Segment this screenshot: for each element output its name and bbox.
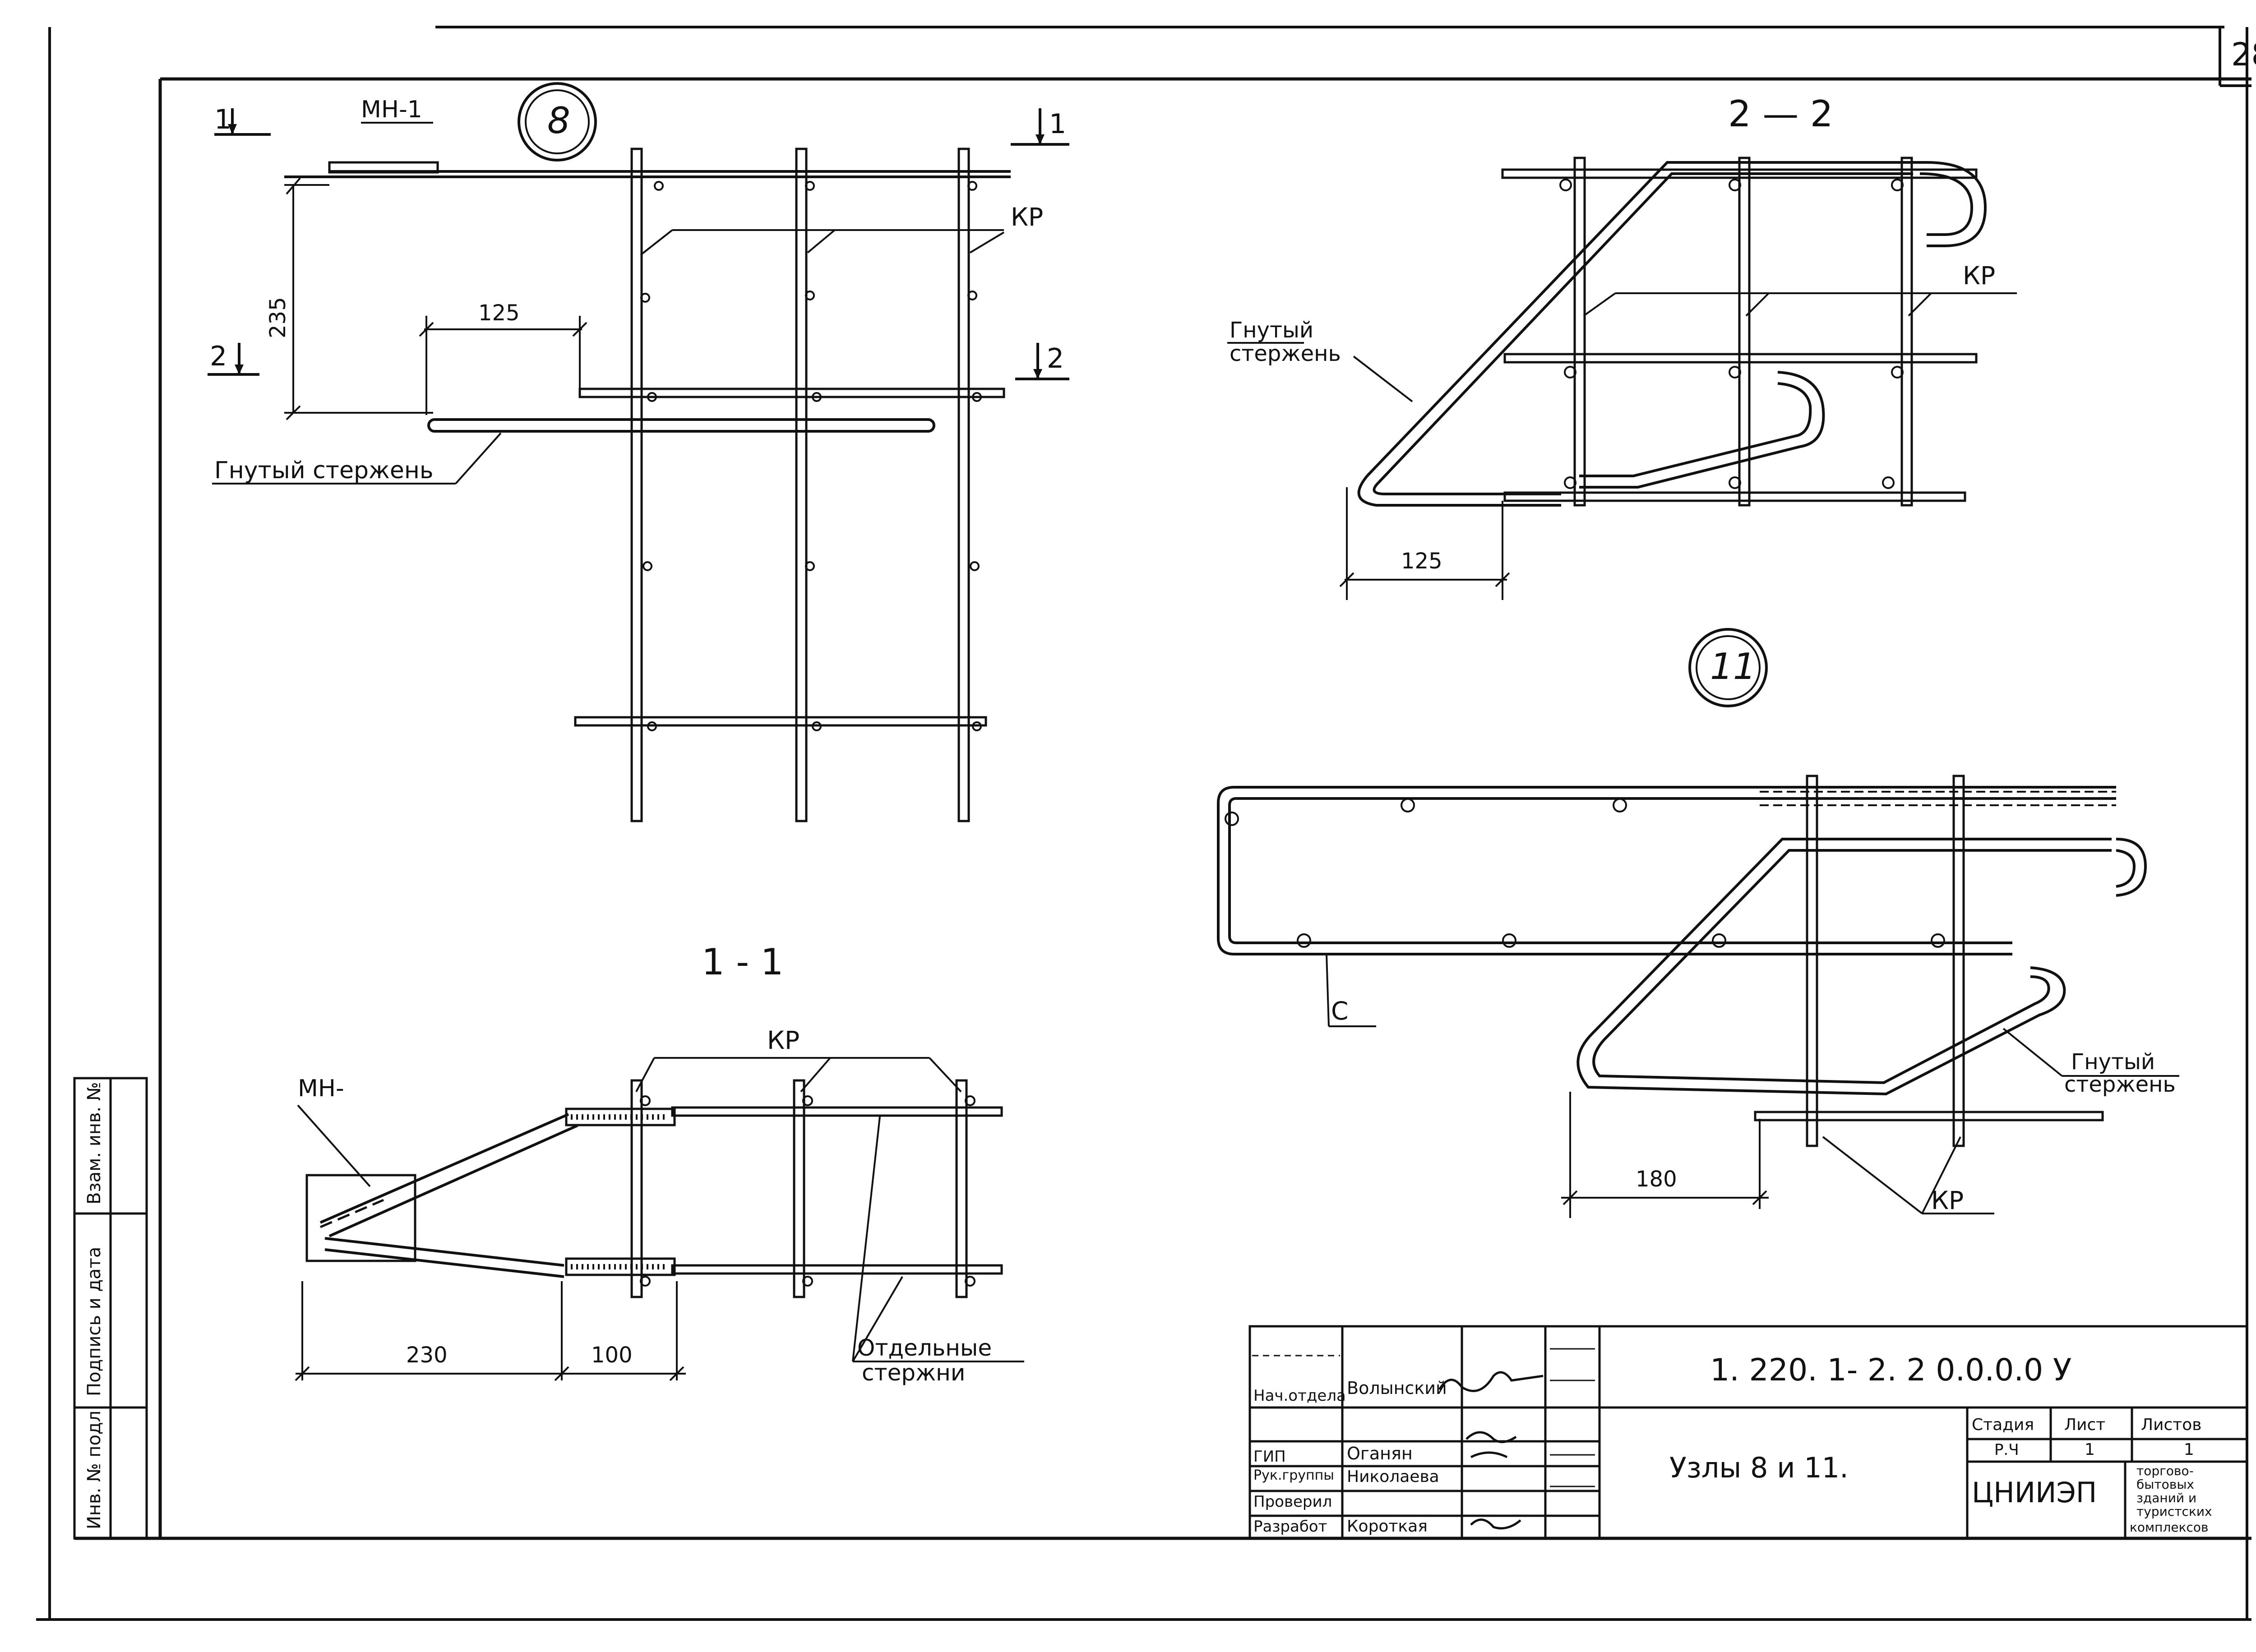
- tb-org-desc-0: торгово-: [2136, 1463, 2194, 1478]
- mn1-label: МН-1: [361, 96, 422, 123]
- section-1-mark-left: 1: [214, 104, 231, 135]
- section22-kr-label: КР: [1963, 261, 1995, 290]
- tb-sheet-header: Лист: [2064, 1416, 2105, 1434]
- tb-stage-header: Стадия: [1972, 1416, 2034, 1434]
- node8-horizontal-bar-1: [578, 388, 1005, 398]
- section-1-1: 1 - 1 МН- КР: [295, 941, 1024, 1386]
- node8-kr-label: КР: [1011, 203, 1043, 231]
- tb-role-2: Рук.группы: [1253, 1467, 1334, 1483]
- sheet-number: 28: [2231, 36, 2256, 73]
- tb-sheet-value: 1: [2085, 1440, 2095, 1459]
- section11-dim-230: 230: [406, 1343, 448, 1368]
- node11-bent-bar-label-1: Гнутый: [2071, 1049, 2155, 1075]
- title-block: [1248, 1325, 2248, 1540]
- section22-bent-bar-label-1: Гнутый: [1230, 318, 1313, 343]
- node11-bent-bar: [1576, 838, 2147, 1096]
- section11-dim-100: 100: [591, 1343, 633, 1368]
- node8-vertical-bar-3: [957, 148, 970, 822]
- tb-stage-value: Р.Ч: [1994, 1441, 2019, 1459]
- section-2-mark-left: 2: [210, 341, 227, 372]
- section11-kr-label: КР: [767, 1026, 800, 1055]
- node11-dim-180: 180: [1636, 1167, 1677, 1192]
- tb-org-desc-4: комплексов: [2130, 1520, 2209, 1535]
- node-11-view: 11 С Гнутый стержень КР: [1217, 628, 2179, 1218]
- node8-bent-bar: [427, 418, 935, 433]
- section22-bent-bar-top: [1366, 161, 1987, 477]
- section11-separate-bars-line1: Отдельные: [857, 1335, 992, 1361]
- tb-organization: ЦНИИЭП: [1972, 1476, 2097, 1509]
- node-8-callout-circle: [518, 82, 597, 162]
- tb-sheets-header: Листов: [2141, 1416, 2201, 1434]
- node8-vertical-bar-2: [795, 148, 808, 822]
- node8-horizontal-bar-2: [574, 716, 987, 727]
- tb-role-1: ГИП: [1253, 1448, 1286, 1466]
- tb-org-desc-1: бытовых: [2136, 1477, 2194, 1492]
- side-stamp: [73, 1077, 148, 1540]
- section22-dim-125: 125: [1401, 549, 1442, 574]
- section11-mn-label: МН-: [298, 1075, 344, 1102]
- tb-org-desc-3: туристских: [2136, 1504, 2212, 1519]
- node8-vertical-bar-1: [630, 148, 643, 822]
- tb-sheets-value: 1: [2184, 1440, 2194, 1459]
- side-stamp-replace-inv: Взам. инв. №: [84, 1082, 105, 1204]
- tb-role-0: Нач.отдела: [1253, 1387, 1346, 1405]
- tb-name-4: Короткая: [1347, 1517, 1428, 1536]
- node-8-view: 8 1 1 2 2 МН-1: [208, 82, 1069, 822]
- tb-designation: 1. 220. 1- 2. 2 0.0.0.0 У: [1710, 1352, 2071, 1388]
- node-11-callout-circle: [1688, 628, 1768, 707]
- section-1-1-title: 1 - 1: [702, 941, 784, 983]
- node8-dim-235: 235: [265, 297, 291, 338]
- section-2-2: 2 — 2 КР Гнутый стержень: [1227, 93, 2017, 600]
- node8-bent-bar-label: Гнутый стержень: [214, 457, 434, 484]
- section-2-mark-right: 2: [1047, 343, 1064, 374]
- section22-bent-bar-lower: [1579, 371, 1825, 489]
- side-stamp-inv-number: Инв. № подл.: [84, 1405, 105, 1529]
- tb-name-0: Волынский: [1347, 1378, 1447, 1398]
- tb-role-3: Проверил: [1253, 1493, 1332, 1511]
- tb-name-1: Оганян: [1347, 1444, 1413, 1463]
- node11-kr-label: КР: [1931, 1186, 1964, 1215]
- tb-org-desc-2: зданий и: [2136, 1490, 2196, 1505]
- sheet-frame: [36, 26, 2251, 1621]
- side-stamp-signature-date: Подпись и дата: [84, 1247, 105, 1396]
- node-11-callout-number: 11: [1710, 646, 1756, 688]
- node8-dim-125: 125: [478, 300, 520, 326]
- section-1-mark-right: 1: [1049, 108, 1066, 140]
- node-8-callout-number: 8: [547, 100, 570, 142]
- inner-frame: [74, 77, 2251, 1540]
- section-2-2-title: 2 — 2: [1728, 93, 1833, 135]
- section22-bent-bar-label-2: стержень: [1230, 341, 1341, 366]
- tb-role-4: Разработ: [1253, 1518, 1327, 1536]
- node11-c-bar: [1217, 786, 2116, 955]
- tb-sheet-title: Узлы 8 и 11.: [1669, 1451, 1849, 1484]
- tb-name-2: Николаева: [1347, 1467, 1439, 1486]
- node11-c-label: С: [1331, 997, 1348, 1025]
- section11-separate-bars-line2: стержни: [862, 1360, 965, 1386]
- signatures: [1438, 1371, 1544, 1530]
